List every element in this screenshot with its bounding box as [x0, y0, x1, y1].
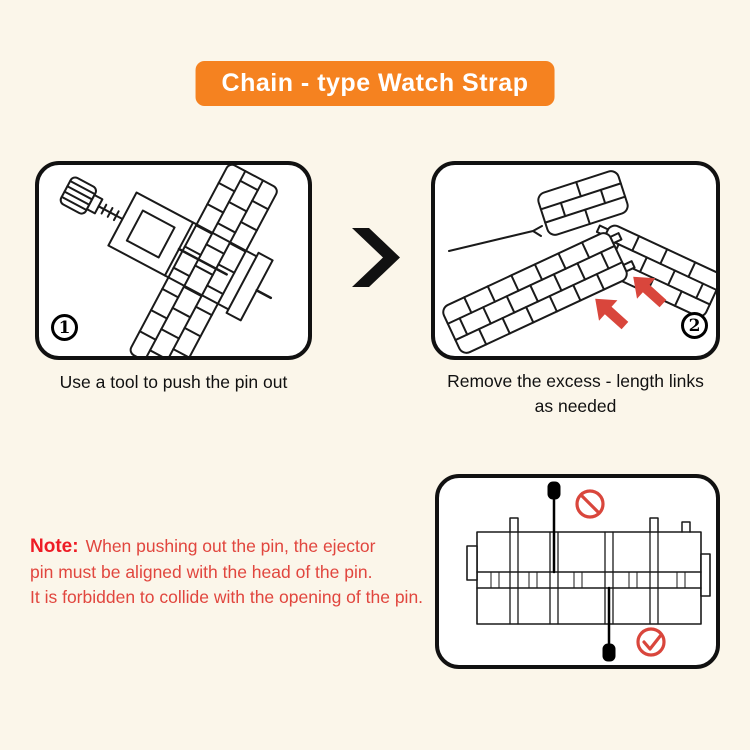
note-line-2: pin must be aligned with the head of the… — [30, 561, 373, 582]
note-line-3: It is forbidden to collide with the open… — [30, 587, 424, 607]
prohibition-icon — [575, 489, 605, 519]
red-arrow-icon — [633, 276, 667, 308]
page-title: Chain - type Watch Strap — [221, 69, 529, 97]
tool-jaw-and-pin — [163, 221, 274, 322]
removed-links-pair — [537, 170, 629, 236]
ejector-pin-top — [547, 481, 561, 574]
note-text: Note: When pushing out the pin, the eject… — [30, 534, 440, 611]
step1-number: 1 — [58, 317, 71, 338]
step2-caption: Remove the excess - length links as need… — [431, 369, 720, 419]
band-segment-main — [442, 232, 636, 354]
band-cross-section — [466, 517, 711, 625]
step2-number-badge: 2 — [681, 312, 708, 339]
pin-alignment-panel — [435, 474, 720, 669]
note-label: Note: — [30, 536, 79, 557]
title-banner: Chain - type Watch Strap — [195, 61, 555, 106]
step2-panel: 2 — [431, 161, 720, 360]
tool-frame — [107, 191, 195, 277]
pin-removal-tool-illustration — [59, 165, 278, 356]
tool-screw-knob — [59, 176, 124, 222]
check-icon — [636, 627, 666, 657]
watch-pin-bottom — [602, 586, 616, 662]
watch-band — [129, 165, 278, 356]
separated-links-illustration — [442, 170, 716, 354]
loose-pin — [448, 225, 543, 252]
red-arrow-icon — [595, 298, 629, 330]
step1-panel: 1 — [35, 161, 312, 360]
chevron-right-icon — [352, 228, 400, 287]
step1-caption-text: Use a tool to push the pin out — [59, 372, 288, 392]
step1-caption: Use a tool to push the pin out — [35, 370, 312, 395]
step2-caption-line2: as needed — [534, 396, 617, 416]
step2-caption-line1: Remove the excess - length links — [447, 371, 704, 391]
step1-number-badge: 1 — [51, 314, 78, 341]
note-line-1: When pushing out the pin, the ejector — [85, 536, 376, 556]
pin-alignment-illustration — [466, 481, 711, 662]
step2-number: 2 — [688, 315, 701, 336]
